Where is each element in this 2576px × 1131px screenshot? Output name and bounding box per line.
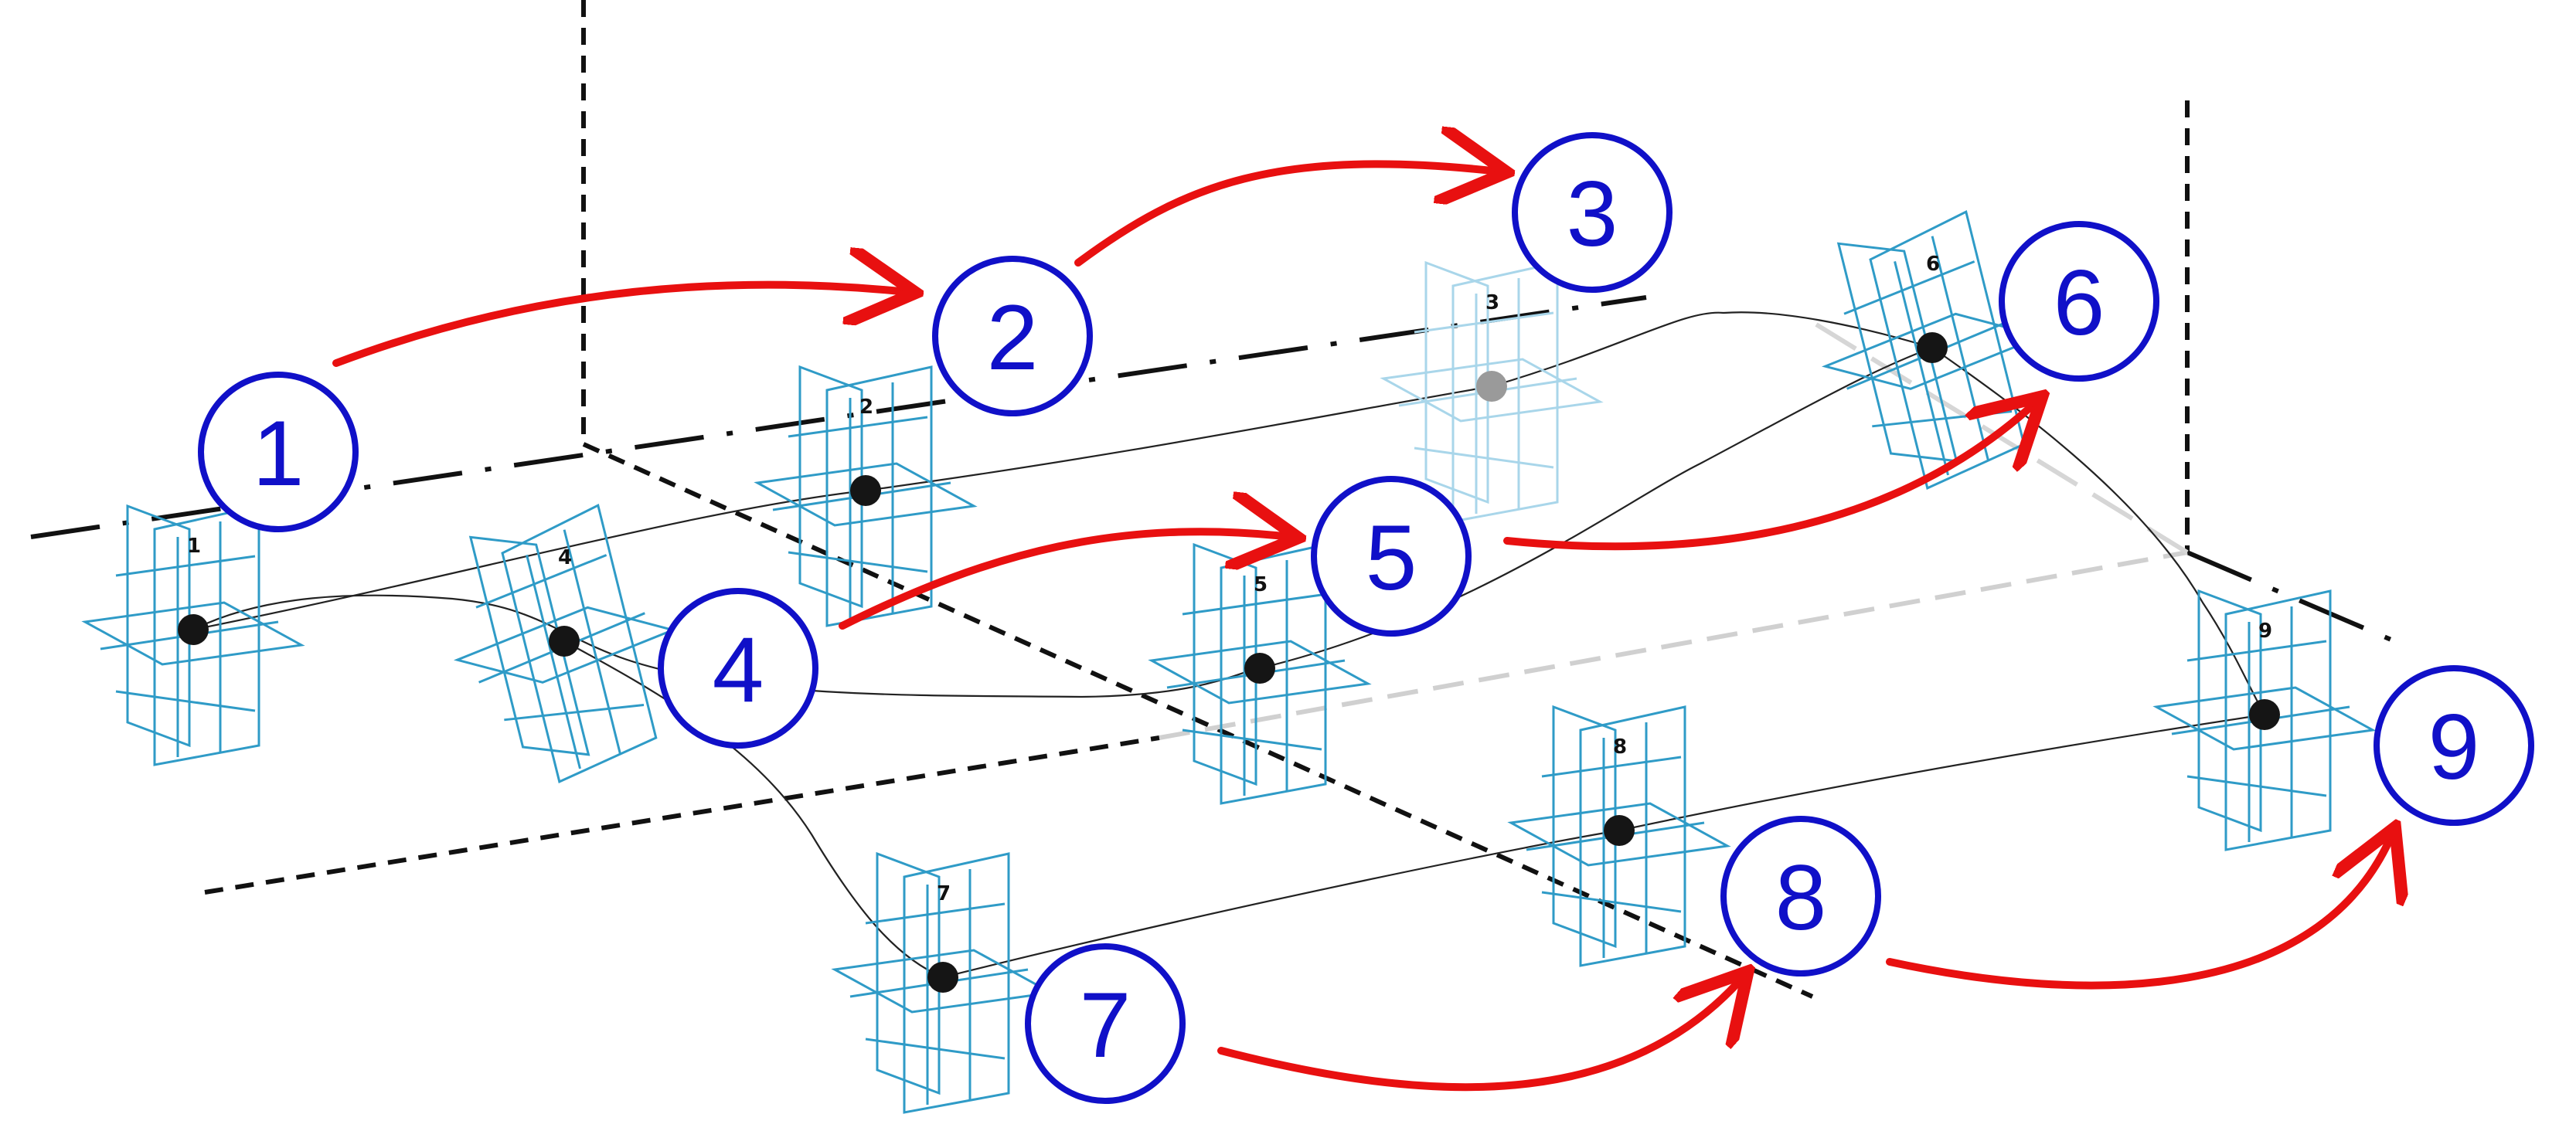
step-circle [1025,943,1186,1104]
coordinate-frames: 1 2 3 4 5 6 7 8 9 [81,210,2377,1114]
step-number: 8 [1775,846,1827,949]
step-circle [932,256,1093,416]
step-circle [198,372,359,532]
frame-plane-a [876,851,941,1095]
frame-plane-a [2197,589,2262,833]
sequence-arrows [332,164,2392,1092]
frame-label-4: 4 [558,546,572,569]
step-circle [1720,816,1881,976]
trajectory-paths [192,311,2265,979]
step-number: 1 [253,402,305,505]
sequence-arrow-1-2 [332,285,908,367]
frame-plane-b [1579,705,1686,967]
path-4-7 [563,640,944,979]
frame-plane-b [2224,589,2332,851]
step-number: 7 [1080,973,1131,1077]
step-number: 2 [987,286,1039,389]
step-circle [1512,132,1673,293]
frame-label-9: 9 [2258,620,2272,643]
frame-plane-b [903,852,1010,1114]
step-number: 9 [2428,695,2480,799]
step-number: 5 [1366,506,1417,610]
node-point-4 [549,626,580,657]
floor-axis-faded [1159,550,2188,740]
sequence-arrow-4-5 [839,532,1291,630]
frame-label-5: 5 [1254,573,1268,596]
reference-axes [30,0,2405,999]
step-badge-3: 3 [1512,132,1673,293]
frame-label-6: 6 [1926,253,1940,276]
node-point-3 [1476,371,1507,402]
frame-label-8: 8 [1613,735,1627,759]
sequence-arrow-8-9 [1886,834,2392,990]
frame-plane-b [1451,261,1559,523]
frame-plane-a [468,535,590,756]
frame-plane-a [1552,705,1617,949]
step-badge-1: 1 [198,372,359,532]
sequence-arrow-2-3 [1074,164,1499,267]
frame-plane-b [825,365,933,627]
path-1-2-3-6 [192,311,1933,631]
frame-label-3: 3 [1485,291,1499,314]
dash-dot-axis-right [2186,550,2405,647]
node-point-2 [850,475,881,506]
step-badge-8: 8 [1720,816,1881,976]
step-circle [2374,665,2534,826]
frame-plane-a [798,365,863,609]
step-circle [658,588,818,749]
frame-plane-a [1424,260,1489,504]
diagonal-axis [582,442,1814,999]
step-badge-4: 4 [658,588,818,749]
step-number: 3 [1567,162,1618,266]
frame-2: 2 [754,365,978,627]
frame-9: 9 [2152,589,2377,851]
path-6-9 [1931,347,2265,715]
frame-label-7: 7 [937,882,951,905]
frame-plane-b [501,504,658,784]
step-number: 6 [2054,251,2105,355]
step-number: 4 [713,618,764,722]
frame-plane-a [126,504,191,748]
frame-8: 8 [1507,705,1731,967]
step-badge-2: 2 [932,256,1093,416]
path-1-4-5-6 [192,346,1933,698]
front-floor-axis [204,735,1160,895]
frame-3: 3 [1380,260,1604,523]
node-point-7 [927,962,958,993]
step-circles: 1 2 3 4 5 6 7 8 9 [198,132,2534,1104]
node-point-5 [1244,653,1275,684]
step-circle [1999,221,2159,382]
frame-7: 7 [831,851,1055,1114]
node-point-6 [1917,332,1948,363]
step-badge-5: 5 [1311,476,1472,637]
node-point-1 [178,614,209,645]
step-badge-6: 6 [1999,221,2159,382]
step-badge-7: 7 [1025,943,1186,1104]
frame-1: 1 [81,504,305,766]
step-badge-9: 9 [2374,665,2534,826]
frame-plane-b [153,504,260,766]
frame-label-2: 2 [859,396,873,419]
step-circle [1311,476,1472,637]
sequence-arrow-5-6 [1503,402,2037,551]
node-point-9 [2249,699,2280,730]
sequence-arrow-7-8 [1217,977,1743,1092]
frame-label-1: 1 [187,535,201,558]
node-point-8 [1604,815,1635,846]
